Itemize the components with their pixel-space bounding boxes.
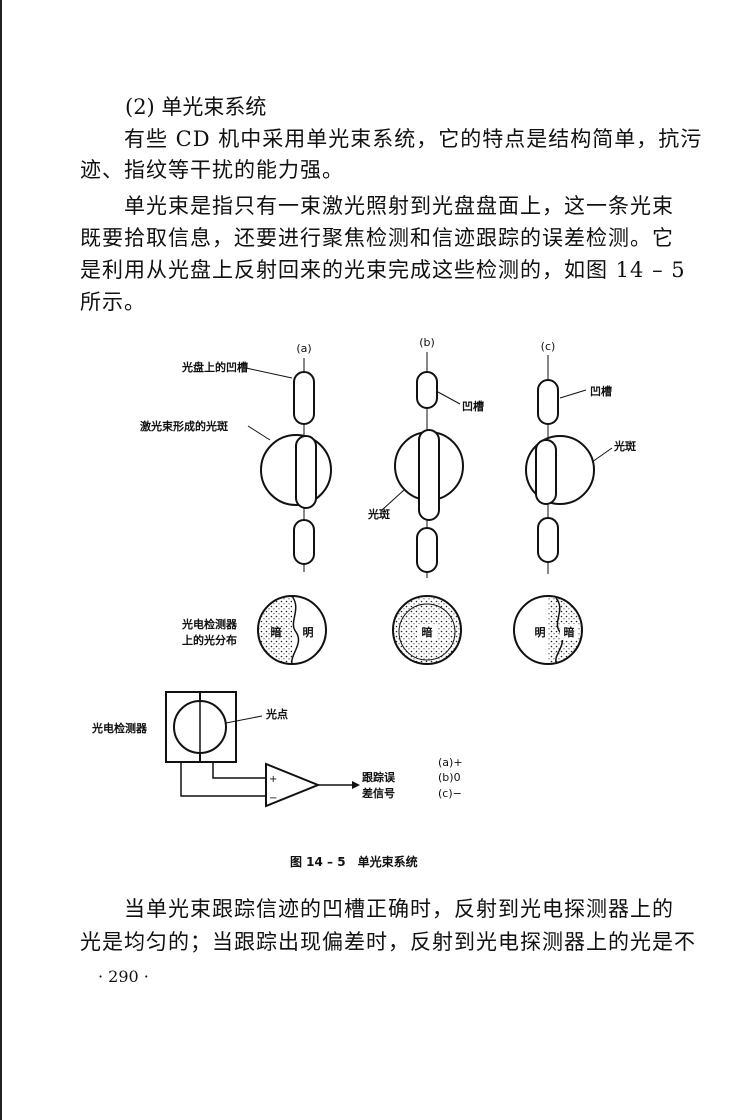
paragraph-2-line-3: 是利用从光盘上反射回来的光束完成这些检测的，如图 14 – 5 [80,258,686,282]
panel-a [245,358,332,572]
detector-distribution-a: 暗 明 [257,595,327,665]
wire-plus [212,762,266,779]
label-laser-spot: 激光束形成的光斑 [140,419,228,433]
dark-label-a: 暗 [271,625,282,639]
photodetector-assembly [165,691,360,808]
figure-caption: 图 14 – 5 单光束系统 [290,854,418,869]
laser-spot-a [260,434,332,506]
panel-label-b: (b) [419,336,435,349]
label-pit-c: 凹槽 [590,384,612,398]
differential-amplifier [265,762,321,808]
single-beam-figure: (a) (b) (c) 光盘上的凹槽 激光束形成的光斑 凹槽 光斑 凹槽 光斑 … [91,336,636,869]
label-error-line1: 跟踪误 [362,770,396,784]
label-photodetector: 光电检测器 [91,721,148,735]
laser-spot-c [525,435,595,505]
pit-c-middle [535,439,557,505]
bright-label-c: 明 [535,626,546,639]
detector-distribution-b: 暗 [392,595,462,665]
label-distribution-line1: 光电检测器 [181,617,238,631]
paragraph-3-line-1: 当单光束跟踪信迹的凹槽正确时，反射到光电探测器上的 [124,897,674,921]
panel-c [525,355,613,574]
bright-label-a: 明 [303,626,314,639]
label-pit-b: 凹槽 [462,399,484,413]
amplifier-plus: + [269,774,277,785]
label-pit-on-disc: 光盘上的凹槽 [181,360,248,374]
dark-label-b: 暗 [422,625,433,639]
pit-a-middle [295,435,317,509]
label-light-point: 光点 [265,707,288,721]
dark-label-c: 暗 [564,625,575,639]
paragraph-1-line-1: 有些 CD 机中采用单光束系统，它的特点是结构简单，抗污 [124,127,703,151]
pit-b-middle [418,429,440,521]
amplifier-minus: − [269,793,277,804]
paragraph-2-line-1: 单光束是指只有一束激光照射到光盘盘面上，这一条光束 [124,194,674,218]
signal-c: (c)− [438,787,462,800]
panel-label-c: (c) [541,340,556,353]
detector-distribution-c: 明 暗 [513,595,583,665]
panel-b [381,352,464,578]
panel-label-a: (a) [296,342,311,355]
paragraph-1-line-2: 迹、指纹等干扰的能力强。 [80,158,344,182]
signal-a: (a)+ [438,756,463,769]
wire-minus [180,762,266,797]
page-number: · 290 · [98,967,149,986]
pit-a-top [293,371,315,425]
pit-c-bottom [537,517,559,563]
paragraph-3-line-2: 光是均匀的；当跟踪出现偏差时，反射到光电探测器上的光是不 [80,930,696,954]
label-distribution-line2: 上的光分布 [182,633,237,647]
paragraph-2-line-4: 所示。 [80,290,146,314]
label-spot-b: 光斑 [367,507,390,521]
pit-c-top [537,379,559,425]
signal-b: (b)0 [438,771,461,784]
pit-b-top [416,371,438,409]
pit-b-bottom [416,527,438,573]
page-left-border [0,0,2,1120]
pit-a-bottom [293,519,315,565]
paragraph-2-line-2: 既要拾取信息，还要进行聚焦检测和信迹跟踪的误差检测。它 [80,226,674,250]
label-spot-c: 光斑 [613,439,636,453]
label-error-line2: 差信号 [362,786,395,800]
section-heading: (2) 单光束系统 [125,95,267,119]
